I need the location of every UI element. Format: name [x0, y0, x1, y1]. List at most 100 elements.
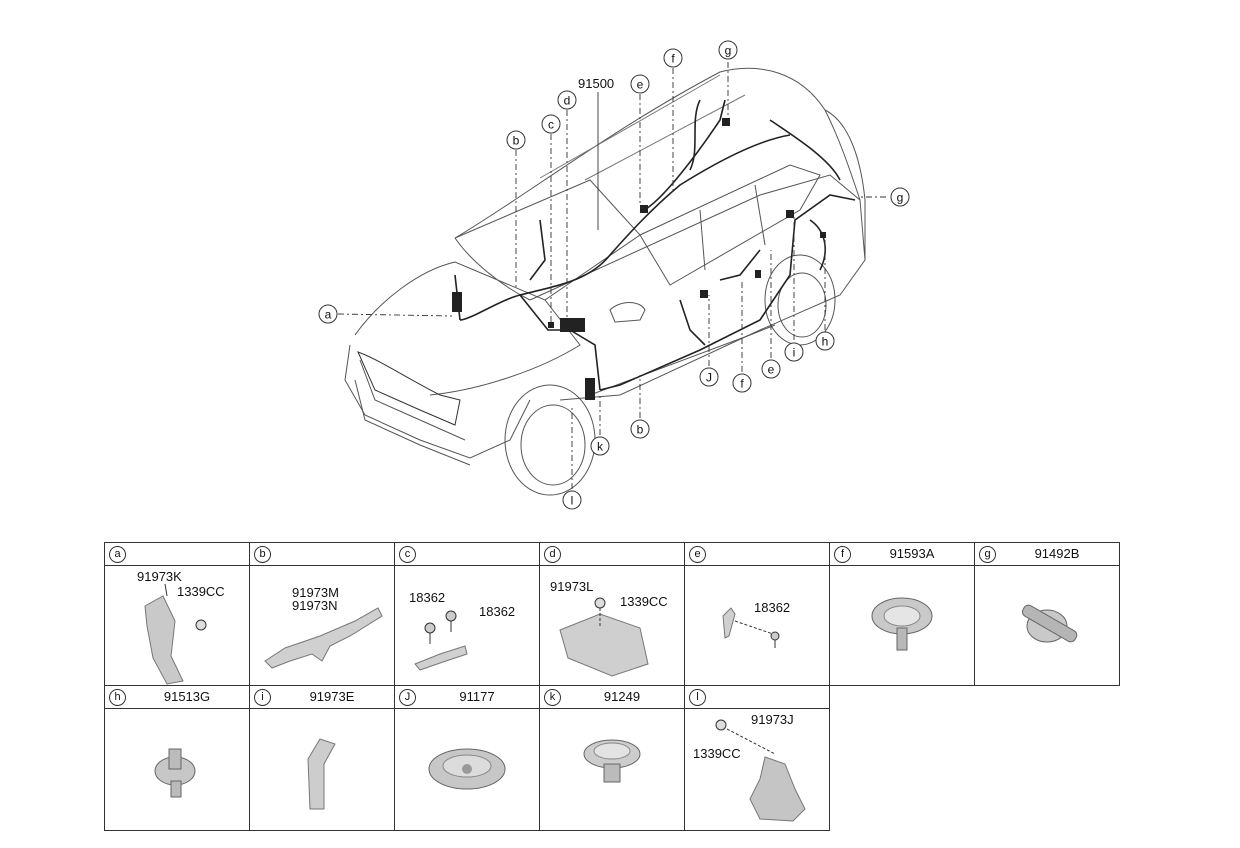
part-drawing: [583, 739, 641, 783]
callout-l: l: [562, 490, 582, 510]
part-label: 91973K: [137, 569, 182, 584]
cell-letter-badge: d: [544, 546, 561, 563]
callout-letter: g: [897, 191, 904, 205]
callout-letter: c: [548, 118, 554, 132]
callout-letter: f: [671, 52, 675, 66]
callout-circle: [699, 367, 719, 387]
callout-i: i: [784, 342, 804, 362]
callout-c: c: [541, 114, 561, 134]
callout-letter: h: [822, 335, 829, 349]
cell-letter-badge: f: [834, 546, 851, 563]
callout-circle: [541, 114, 561, 134]
part-label: 91973J: [751, 712, 794, 727]
callout-letter: i: [793, 346, 796, 360]
cell-letter-badge: i: [254, 689, 271, 706]
callout-circle: [761, 359, 781, 379]
cell-header: J 91177: [395, 686, 539, 709]
part-drawing: [154, 748, 196, 798]
part-drawing: [1021, 604, 1078, 643]
part-drawing: [414, 610, 468, 671]
part-label: 18362: [754, 600, 791, 615]
callout-circle: [318, 304, 338, 324]
cell-header: c: [395, 543, 539, 566]
callout-circle: [630, 74, 650, 94]
cell-letter-badge: e: [689, 546, 706, 563]
callout-letter: l: [571, 494, 574, 508]
callout-letter: e: [637, 78, 644, 92]
callout-circle: [557, 90, 577, 110]
cell-illustration: 18362: [685, 566, 829, 685]
cell-part-number: 91593A: [889, 546, 935, 561]
cell-letter-badge: c: [399, 546, 416, 563]
callout-d: d: [557, 90, 577, 110]
cell-part-number: 91492B: [1034, 546, 1080, 561]
callout-a: a: [318, 304, 338, 324]
cell-letter-badge: J: [399, 689, 416, 706]
callout-circle: [663, 48, 683, 68]
part-drawing: [428, 748, 506, 790]
leader-lines: [337, 62, 886, 489]
callout-letter: e: [768, 363, 775, 377]
callout-J: J: [699, 367, 719, 387]
cell-illustration: [395, 709, 539, 830]
cell-illustration: [830, 566, 974, 685]
cell-part-number: 91513G: [163, 689, 211, 704]
part-label: 91973L: [550, 579, 594, 594]
callout-circle: [506, 130, 526, 150]
cell-header: k 91249: [540, 686, 684, 709]
part-cell-k: k 91249: [539, 685, 685, 831]
callout-circle: [562, 490, 582, 510]
cell-header: i 91973E: [250, 686, 394, 709]
callout-letter: d: [564, 94, 571, 108]
callout-f: f: [663, 48, 683, 68]
cell-header: f 91593A: [830, 543, 974, 566]
part-drawing: [264, 607, 383, 669]
callout-circle: [784, 342, 804, 362]
harness-connectors: [452, 118, 826, 400]
cell-part-number: 91249: [603, 689, 641, 704]
callout-e: e: [761, 359, 781, 379]
callout-g: g: [890, 187, 910, 207]
part-cell-J: J 91177: [394, 685, 540, 831]
part-cell-e: e 18362: [684, 542, 830, 686]
callout-letter: b: [513, 134, 520, 148]
part-drawing: [307, 738, 336, 810]
cell-part-number: 91177: [459, 689, 495, 704]
cell-letter-badge: l: [689, 689, 706, 706]
callout-f: f: [732, 373, 752, 393]
callout-letter: J: [706, 371, 712, 385]
callout-e: e: [630, 74, 650, 94]
part-cell-f: f 91593A: [829, 542, 975, 686]
part-label: 91973N: [292, 598, 338, 613]
callout-letter: k: [597, 440, 604, 454]
part-drawing: [144, 583, 207, 685]
callout-g: g: [718, 40, 738, 60]
cell-illustration: [105, 709, 249, 830]
part-drawing: [715, 719, 806, 822]
cell-letter-badge: k: [544, 689, 561, 706]
part-cell-i: i 91973E: [249, 685, 395, 831]
cell-letter-badge: a: [109, 546, 126, 563]
callout-letter: g: [725, 44, 732, 58]
callout-h: h: [815, 331, 835, 351]
cell-header: e: [685, 543, 829, 566]
cell-header: a: [105, 543, 249, 566]
callout-b: b: [630, 419, 650, 439]
callout-circle: [718, 40, 738, 60]
callout-letter: a: [325, 308, 332, 322]
cell-part-number: 91973E: [309, 689, 355, 704]
part-drawing: [722, 607, 780, 648]
